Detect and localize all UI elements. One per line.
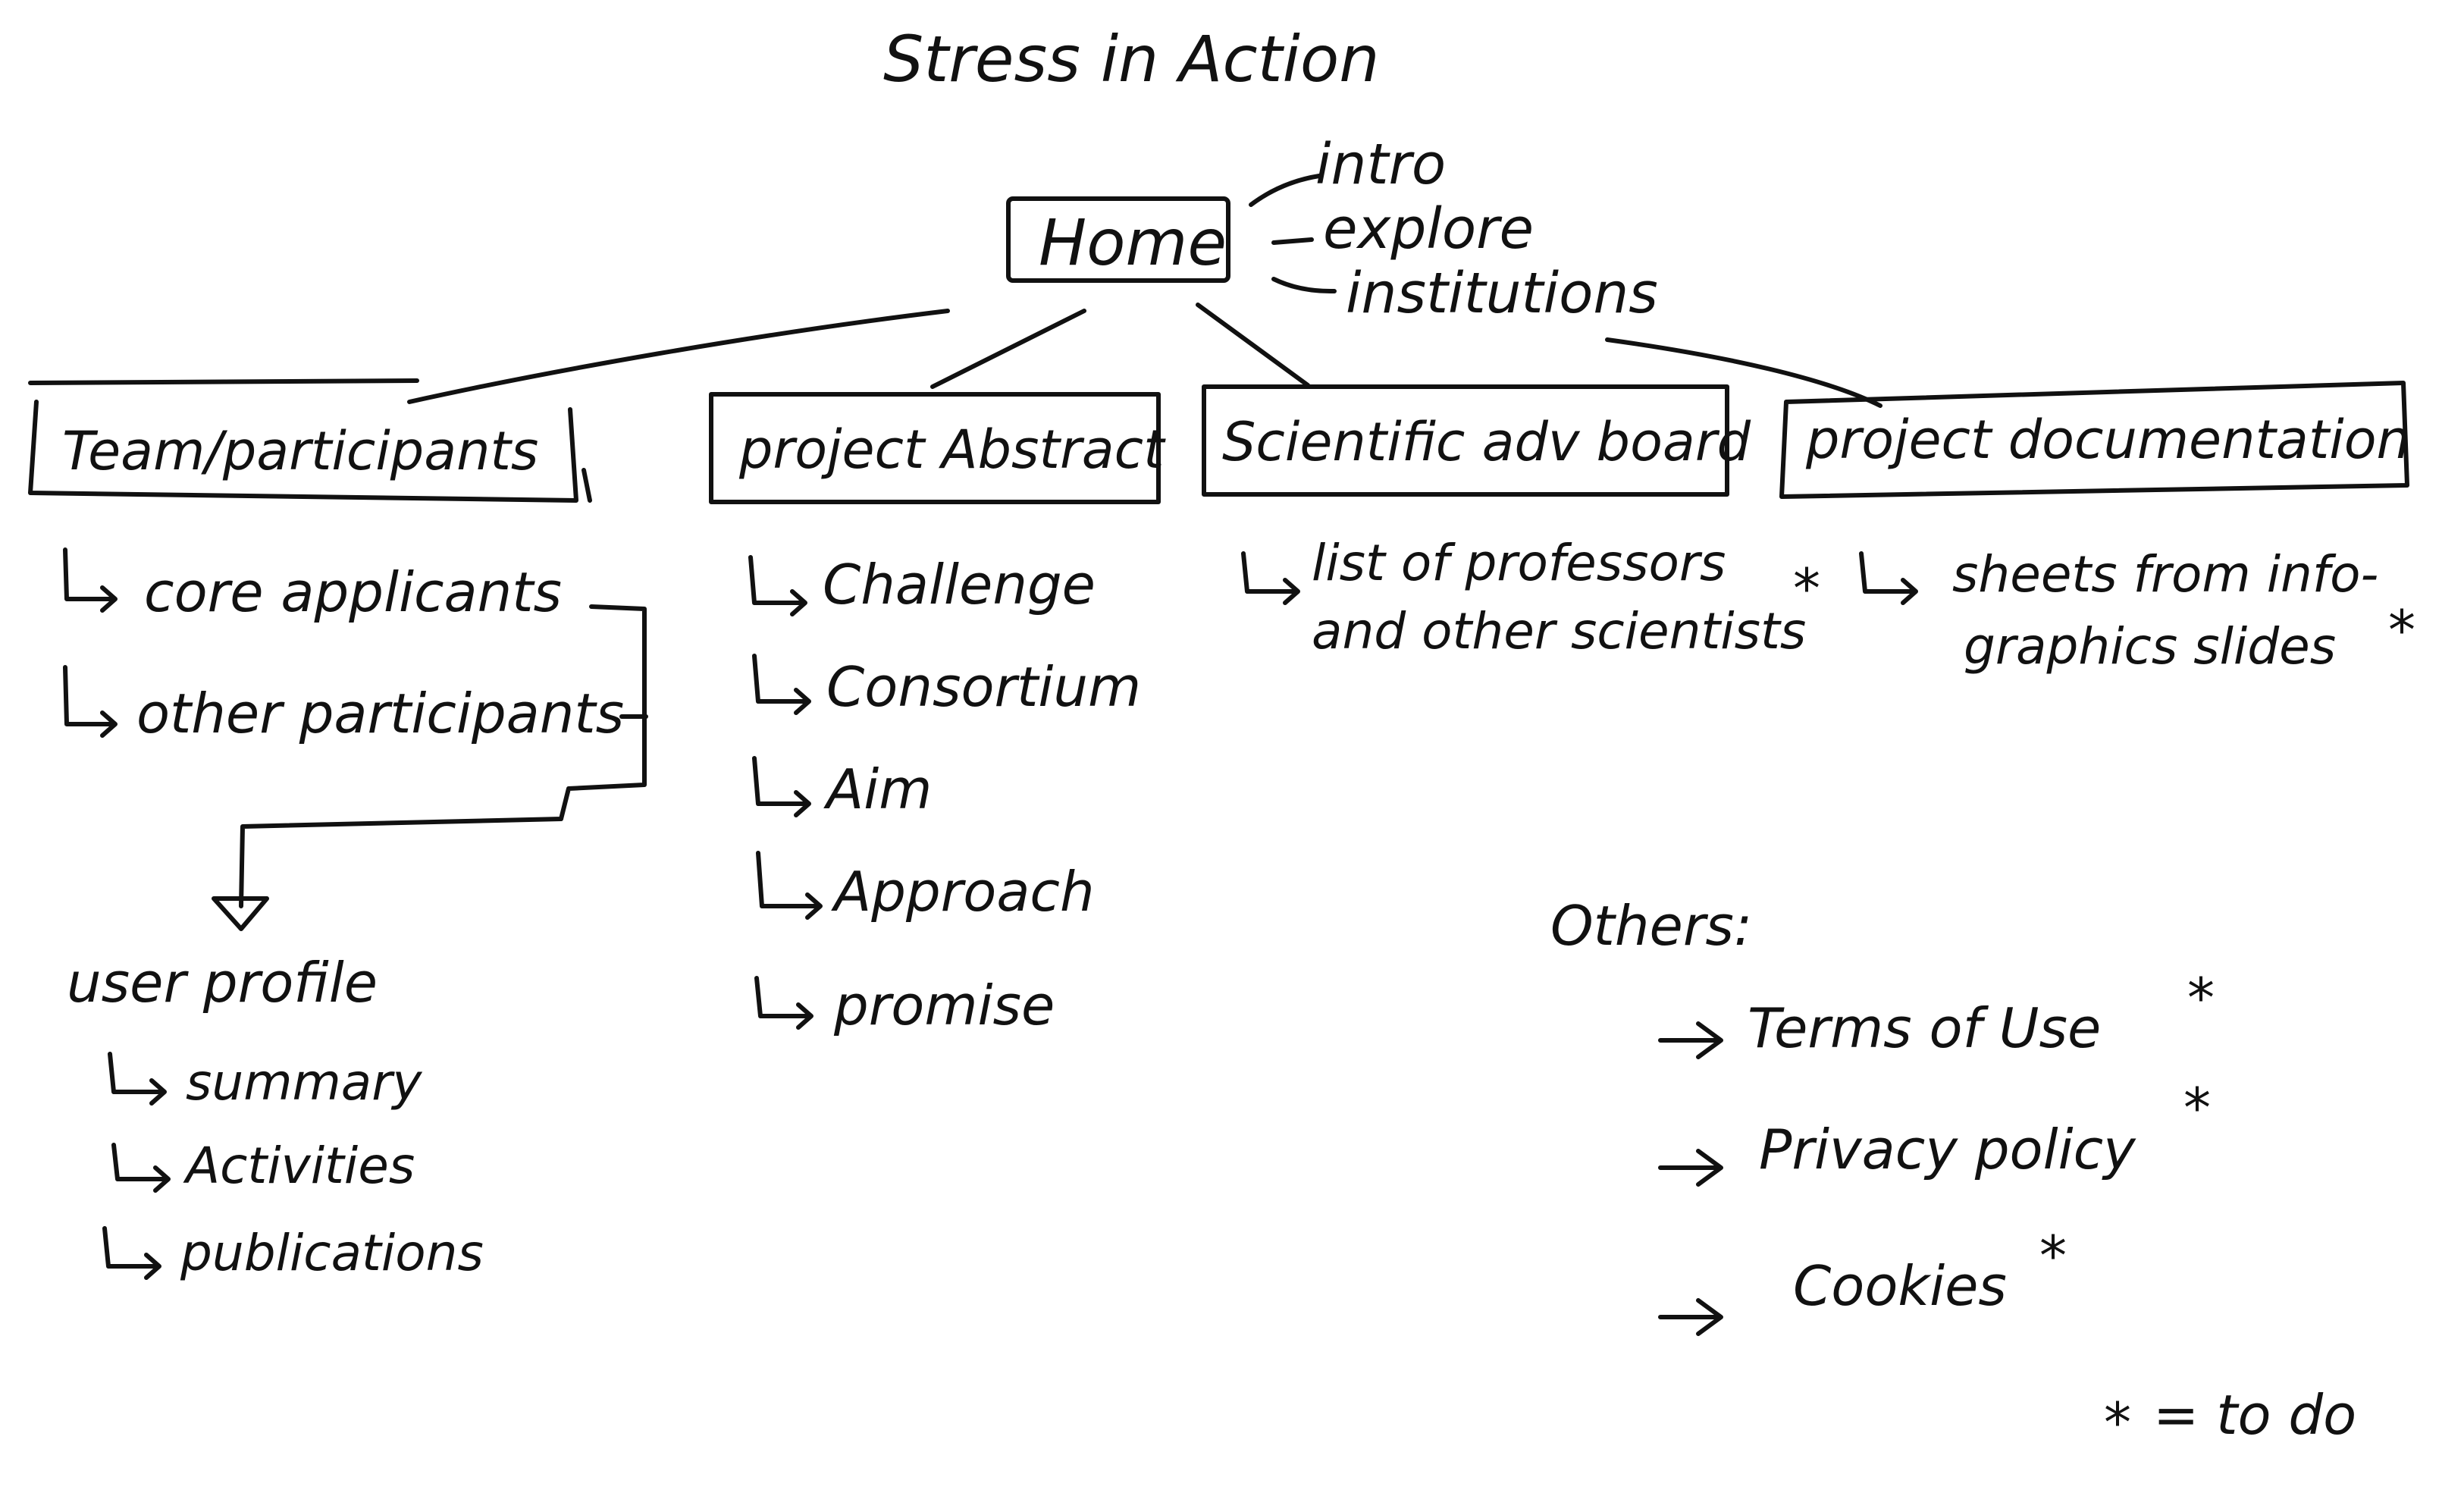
legend-marker: * bbox=[2104, 1391, 2131, 1454]
branch-team bbox=[407, 309, 950, 404]
home-box bbox=[1006, 196, 1230, 283]
team-box-mark bbox=[582, 468, 592, 503]
terms-todo-marker: * bbox=[2187, 966, 2215, 1030]
professors-arrow bbox=[1241, 551, 1300, 605]
profile-publications: publications bbox=[180, 1224, 484, 1282]
team-box bbox=[28, 400, 578, 503]
home-section-institutions: institutions bbox=[1346, 261, 1658, 326]
legend-text: = to do bbox=[2153, 1383, 2357, 1447]
sheets-line-2: graphics slides bbox=[1964, 617, 2337, 676]
intro-connector bbox=[1249, 174, 1321, 207]
branch-abstract bbox=[930, 309, 1086, 389]
profile-arrowhead bbox=[212, 896, 269, 931]
project-abstract-label: project Abstract bbox=[739, 419, 1165, 481]
activities-arrow bbox=[111, 1143, 171, 1193]
challenge-arrow bbox=[748, 555, 807, 616]
branch-scientific bbox=[1196, 303, 1310, 387]
abstract-approach: Approach bbox=[834, 860, 1095, 924]
documentation-box bbox=[1779, 381, 2409, 499]
privacy-arrow bbox=[1658, 1149, 1723, 1187]
summary-arrow bbox=[108, 1052, 167, 1106]
home-section-explore: explore bbox=[1323, 196, 1535, 262]
sheets-line-1: sheets from info- bbox=[1952, 545, 2379, 604]
consortium-arrow bbox=[752, 654, 811, 715]
team-top-stroke bbox=[28, 378, 419, 385]
profile-activities: Activities bbox=[186, 1137, 415, 1195]
scientific-todo-marker: * bbox=[1793, 557, 1820, 620]
other-participants: other participants bbox=[136, 682, 625, 745]
profile-summary: summary bbox=[186, 1053, 422, 1112]
core-applicants: core applicants bbox=[144, 560, 563, 624]
diagram-title: Stress in Action bbox=[883, 22, 1380, 96]
other-arrow bbox=[63, 665, 118, 738]
participants-bracket bbox=[239, 604, 647, 908]
abstract-box bbox=[709, 392, 1161, 504]
abstract-aim: Aim bbox=[826, 757, 933, 821]
aim-arrow bbox=[752, 756, 811, 817]
team-participants-label: Team/participants bbox=[62, 420, 539, 482]
scientific-board-label: Scientific adv board bbox=[1222, 411, 1751, 473]
privacy-policy: Privacy policy bbox=[1759, 1118, 2136, 1181]
home-section-intro: intro bbox=[1315, 132, 1447, 197]
privacy-todo-marker: * bbox=[2183, 1076, 2211, 1140]
abstract-consortium: Consortium bbox=[826, 655, 1142, 719]
cookies-arrow bbox=[1658, 1298, 1723, 1336]
abstract-promise: promise bbox=[834, 974, 1055, 1037]
cookies: Cookies bbox=[1793, 1254, 2007, 1318]
project-documentation-label: project documentation bbox=[1806, 409, 2410, 471]
professors-line-2: and other scientists bbox=[1312, 602, 1807, 660]
others-label: Others: bbox=[1550, 894, 1753, 958]
publications-arrow bbox=[102, 1226, 161, 1280]
approach-arrow bbox=[756, 851, 823, 920]
branch-documentation bbox=[1605, 337, 1882, 408]
sheets-arrow bbox=[1859, 551, 1918, 605]
user-profile-label: user profile bbox=[67, 951, 378, 1015]
cookies-todo-marker: * bbox=[2039, 1224, 2067, 1288]
institutions-connector bbox=[1271, 277, 1337, 294]
professors-line-1: list of professors bbox=[1312, 534, 1726, 592]
scientific-box bbox=[1202, 384, 1729, 497]
promise-arrow bbox=[754, 976, 813, 1030]
home-label: Home bbox=[1039, 205, 1227, 280]
documentation-todo-marker: * bbox=[2388, 598, 2415, 662]
terms-arrow bbox=[1658, 1021, 1723, 1059]
core-arrow bbox=[63, 547, 118, 613]
terms-of-use: Terms of Use bbox=[1748, 996, 2102, 1060]
abstract-challenge: Challenge bbox=[823, 553, 1096, 616]
explore-connector bbox=[1271, 237, 1314, 245]
